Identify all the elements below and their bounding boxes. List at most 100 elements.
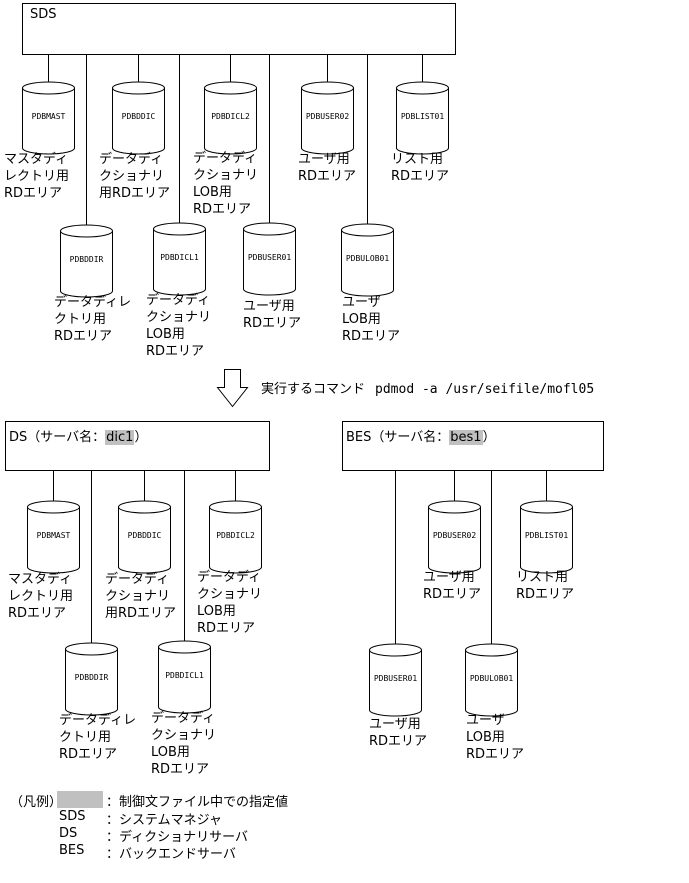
ds-title-suffix: ） (134, 430, 148, 445)
rdarea-description-line: RDエリア (8, 606, 67, 621)
rdarea-description: リスト用 RDエリア (391, 151, 449, 185)
rdarea-description-line: 用RDエリア (105, 606, 177, 621)
cylinder-top (65, 642, 118, 656)
rdarea-name: PDBMAST (31, 112, 66, 121)
rdarea-description-line: データディ (99, 152, 164, 167)
rdarea-description-line: クトリ用 (59, 730, 112, 745)
ds-title-prefix: DS（サーバ名： (9, 430, 106, 445)
ds-box (5, 421, 270, 471)
rdarea-description-line: レクトリ用 (4, 169, 70, 184)
legend-text-ds: ：ディクショナリサーバ (106, 830, 248, 845)
cylinder-body (209, 507, 262, 574)
rdarea-description-line: マスタディ (8, 572, 73, 587)
rdarea-description-line: データディ (151, 711, 216, 726)
rdarea-description: マスタディレクトリ用 RDエリア (8, 571, 73, 622)
rdarea-description-line: RDエリア (391, 169, 450, 184)
down-arrow-icon (216, 369, 249, 408)
legend-text-sds: ：システムマネジャ (106, 813, 222, 828)
rdarea-name: PDBDICL1 (165, 671, 204, 680)
rdarea-cylinder (396, 81, 449, 155)
rdarea-description-line: ユーザ (466, 713, 505, 728)
cylinder-body (60, 231, 113, 298)
cylinder-body (204, 88, 257, 155)
rdarea-description-line: データディ (105, 572, 170, 587)
legend-title: （凡例） (10, 795, 63, 810)
rdarea-description-line: RDエリア (423, 587, 482, 602)
rdarea-description-line: リスト用 (391, 152, 444, 167)
rdarea-name: PDBLIST01 (524, 531, 569, 540)
bes-title-prefix: BES（サーバ名： (346, 430, 450, 445)
rdarea-description-line: RDエリア (516, 587, 575, 602)
rdarea-description-line: LOB用 (151, 745, 190, 760)
cylinder-top (465, 643, 518, 657)
rdarea-cylinder (520, 500, 573, 574)
sds-box (22, 3, 456, 55)
cylinder-top (396, 81, 449, 95)
cylinder-body (112, 88, 165, 155)
cylinder-top (153, 222, 206, 236)
rdarea-description-line: RDエリア (54, 329, 113, 344)
rdarea-description-line: RDエリア (298, 169, 357, 184)
rdarea-description-line: クショナリ (197, 587, 263, 602)
rdarea-description-line: クショナリ (105, 589, 171, 604)
rdarea-description-line: LOB用 (197, 604, 236, 619)
rdarea-description-line: データディ (193, 151, 258, 166)
rdarea-description-line: マスタディ (4, 152, 69, 167)
cylinder-top (118, 500, 171, 514)
rdarea-cylinder (112, 81, 165, 155)
cylinder-body (22, 88, 75, 155)
cylinder-body (465, 650, 518, 717)
rdarea-description-line: レクトリ用 (8, 589, 74, 604)
rdarea-cylinder (204, 81, 257, 155)
cylinder-top (428, 500, 481, 514)
rdarea-description-line: データディレ (54, 295, 132, 310)
cylinder-top (27, 500, 80, 514)
rdarea-cylinder (465, 643, 518, 717)
rdarea-cylinder (428, 500, 481, 574)
rdarea-name: PDBUSER02 (305, 112, 350, 121)
cylinder-body (369, 650, 422, 717)
rdarea-description-line: LOB用 (193, 185, 232, 200)
rdarea-description-line: ユーザ用 (423, 570, 475, 585)
rdarea-name: PDBULOB01 (469, 674, 514, 683)
rdarea-description-line: LOB用 (146, 327, 185, 342)
rdarea-description-line: ユーザ用 (243, 299, 295, 314)
rdarea-name: PDBDICL2 (211, 112, 250, 121)
rdarea-name: PDBMAST (36, 531, 71, 540)
rdarea-cylinders (22, 81, 573, 717)
rdarea-name: PDBULOB01 (345, 254, 390, 263)
rdarea-description-line: RDエリア (193, 202, 252, 217)
bes-box (342, 421, 604, 471)
cylinder-body (27, 507, 80, 574)
cylinder-body (301, 88, 354, 155)
rdarea-description-line: RDエリア (342, 329, 401, 344)
rdarea-name: PDBDDIR (69, 255, 104, 264)
rdarea-cylinder (60, 224, 113, 298)
bes-title-suffix: ） (482, 430, 496, 445)
cylinder-body (243, 229, 296, 296)
rdarea-name: PDBDDIC (121, 112, 156, 121)
cylinder-body (153, 229, 206, 296)
rdarea-cylinder (209, 500, 262, 574)
rdarea-name: PDBDDIC (127, 531, 162, 540)
bes-box-title: BES（サーバ名：bes1） (346, 426, 496, 445)
cylinder-top (520, 500, 573, 514)
rdarea-description-line: クトリ用 (54, 312, 107, 327)
rdarea-cylinder (118, 500, 171, 574)
rdarea-cylinder (158, 640, 211, 714)
rdarea-description: データディクショナリ用RDエリア (99, 151, 170, 202)
cylinder-body (65, 649, 118, 716)
rdarea-name: PDBDICL1 (160, 253, 199, 262)
cylinder-body (396, 88, 449, 155)
rdarea-name: PDBDDIR (74, 673, 109, 682)
cylinder-top (60, 224, 113, 238)
rdarea-description-line: RDエリア (59, 747, 118, 762)
